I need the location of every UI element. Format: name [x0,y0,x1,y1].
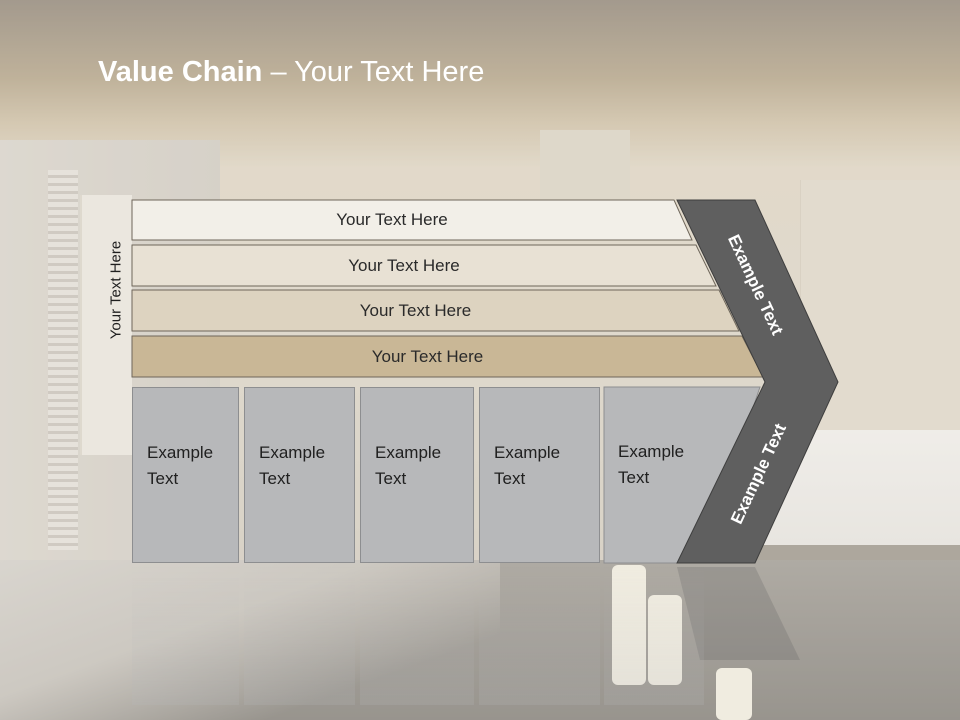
bar-shape-2 [131,244,717,287]
cell-4-line2: Text [494,469,526,488]
bar-2: Your Text Here [132,245,716,286]
bg-floor-light [0,560,500,720]
cell-5-line1: Example [618,442,685,461]
bg-radiator [48,170,78,550]
cell-2-reflection [244,565,355,705]
chevron-reflection [677,567,800,660]
bar-shape-3 [131,289,740,332]
cell-5-reflection [604,565,704,705]
cell-5-line2: Text [618,468,650,487]
cell-1-line2: Text [147,469,179,488]
bg-candle [612,565,646,685]
slide-title: Value Chain – Your Text Here [98,56,484,89]
bg-towel [80,195,132,455]
cell-5: Example Text [604,387,704,563]
cell-3: Example Text [360,387,474,563]
cell-4-line1: Example [494,443,561,462]
cell-1-line1: Example [147,443,214,462]
cell-2-line2: Text [259,469,291,488]
cell-3-line1: Example [375,443,442,462]
bar-shape-1 [131,199,693,241]
cell-1: Example Text [132,387,239,563]
cell-4: Example Text [479,387,600,563]
cell-4-reflection [479,565,600,705]
bar-1: Your Text Here [132,200,692,240]
chevron-shape [676,199,839,564]
bar-4: Your Text Here [132,336,763,377]
bar-2-text: Your Text Here [348,255,460,275]
slide-title-rest: – Your Text Here [262,56,485,88]
cell-2: Example Text [244,387,355,563]
bar-1-text: Your Text Here [336,210,448,229]
bar-4-text: Your Text Here [371,346,484,366]
bg-candle [648,595,682,685]
cell-3-line2: Text [375,469,407,488]
cell-3-reflection [360,565,474,705]
cell-1-reflection [132,565,239,705]
slide-title-bold: Value Chain [98,56,263,88]
bar-3: Your Text Here [132,290,739,331]
bar-3-text: Your Text Here [359,300,472,320]
bg-candle [716,668,752,720]
cell-2-line1: Example [259,443,326,462]
bg-window [540,130,630,200]
